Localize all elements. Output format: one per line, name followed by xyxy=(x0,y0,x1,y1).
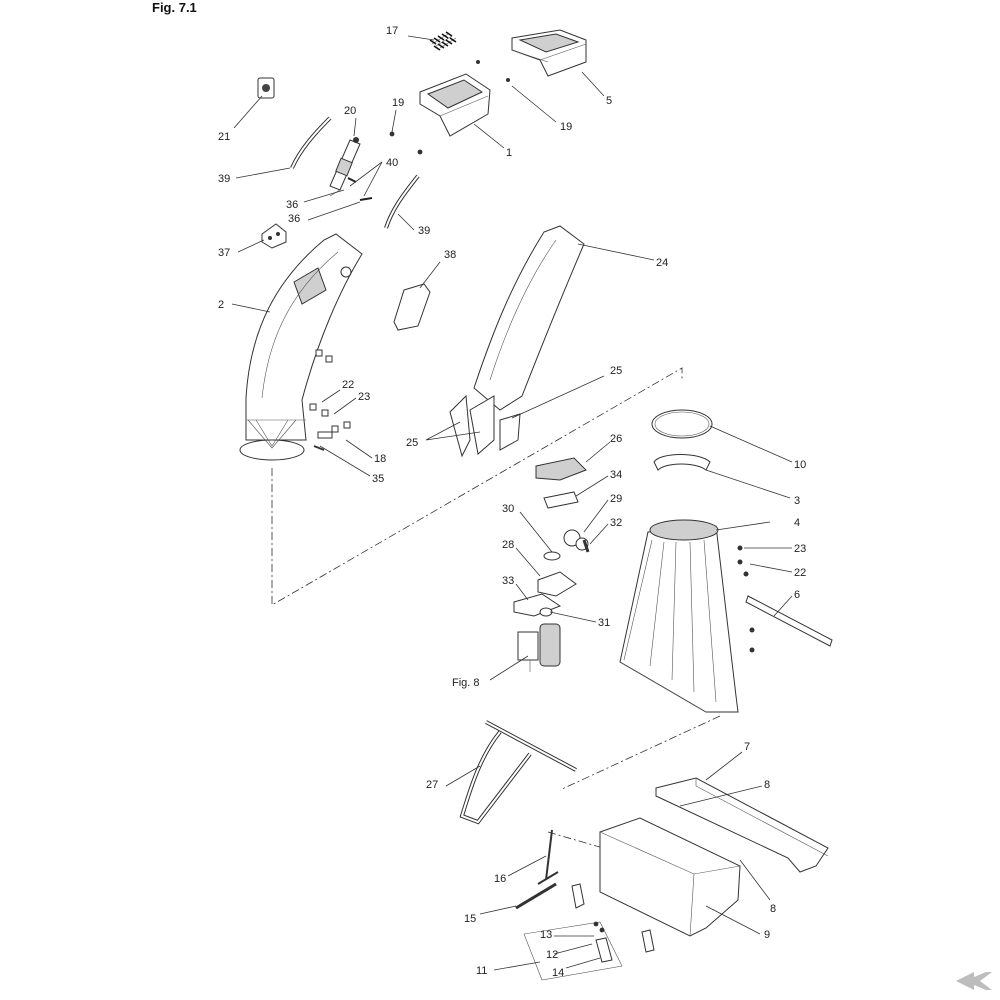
callout-3: 3 xyxy=(794,495,800,507)
leader-lines xyxy=(231,35,793,971)
part-36-pins xyxy=(347,177,373,201)
callout-35: 35 xyxy=(372,473,384,485)
callout-38: 38 xyxy=(444,249,456,261)
part-17-springs xyxy=(429,31,457,51)
callout-fig-8: Fig. 8 xyxy=(452,677,480,689)
part-38-plate xyxy=(393,283,431,331)
part-21-bracket xyxy=(257,77,275,99)
callout-24: 24 xyxy=(656,257,668,269)
callout-29: 29 xyxy=(610,493,622,505)
callout-21: 21 xyxy=(218,131,230,143)
callout-16: 16 xyxy=(494,873,506,885)
callout-25: 25 xyxy=(610,365,622,377)
rotation-drive-group xyxy=(513,457,590,617)
callout-36: 36 xyxy=(286,199,298,211)
callout-8: 8 xyxy=(770,903,776,915)
callout-10: 10 xyxy=(794,459,806,471)
callout-27: 27 xyxy=(426,779,438,791)
part-16-rod xyxy=(537,829,559,885)
callout-39: 39 xyxy=(218,173,230,185)
callout-20: 20 xyxy=(344,105,356,117)
part-3-split-ring xyxy=(653,454,711,471)
callout-1: 1 xyxy=(506,147,512,159)
callout-15: 15 xyxy=(464,913,476,925)
callout-30: 30 xyxy=(502,503,514,515)
part-15-bar xyxy=(515,882,557,910)
callout-33: 33 xyxy=(502,575,514,587)
callout-22: 22 xyxy=(794,567,806,579)
callout-labels: 17 5 19 19 20 21 1 40 39 36 36 39 37 38 … xyxy=(218,25,806,979)
callout-26: 26 xyxy=(610,433,622,445)
callout-17: 17 xyxy=(386,25,398,37)
kit-11-parts xyxy=(523,883,655,981)
callout-7: 7 xyxy=(744,741,750,753)
callout-31: 31 xyxy=(598,617,610,629)
callout-22: 22 xyxy=(342,379,354,391)
part-37-bracket xyxy=(261,223,287,249)
part-24-liner xyxy=(473,225,585,411)
part-19-bolts xyxy=(389,131,423,155)
callout-25: 25 xyxy=(406,437,418,449)
callout-18: 18 xyxy=(374,453,386,465)
part-5-deflector xyxy=(476,29,587,77)
callout-32: 32 xyxy=(610,517,622,529)
brand-logo-icon xyxy=(956,972,992,990)
callout-36: 36 xyxy=(288,213,300,225)
callout-34: 34 xyxy=(610,469,622,481)
callout-4: 4 xyxy=(794,517,800,529)
part-10-ring xyxy=(651,409,713,439)
part-6-strip xyxy=(737,545,833,653)
callout-28: 28 xyxy=(502,539,514,551)
drive-motor xyxy=(517,623,561,672)
callout-13: 13 xyxy=(540,929,552,941)
callout-37: 37 xyxy=(218,247,230,259)
part-2-spout xyxy=(239,233,363,461)
part-27-frame xyxy=(459,720,577,825)
callout-23: 23 xyxy=(358,391,370,403)
callout-12: 12 xyxy=(546,949,558,961)
callout-23: 23 xyxy=(794,543,806,555)
callout-6: 6 xyxy=(794,589,800,601)
callout-9: 9 xyxy=(764,929,770,941)
part-9-box xyxy=(599,817,741,937)
callout-39: 39 xyxy=(418,225,430,237)
part-20-cylinder xyxy=(329,137,361,197)
part-1-cap xyxy=(419,73,510,137)
part-39-rod-right xyxy=(384,174,420,229)
callout-19: 19 xyxy=(392,97,404,109)
part-4-tower xyxy=(619,519,739,713)
figure-title: Fig. 7.1 xyxy=(152,0,197,15)
part-39-rod-left xyxy=(290,116,332,169)
callout-2: 2 xyxy=(218,299,224,311)
callout-11: 11 xyxy=(476,965,487,977)
callout-19: 19 xyxy=(560,121,572,133)
spout-hardware xyxy=(309,349,351,451)
callout-5: 5 xyxy=(606,95,612,107)
callout-8: 8 xyxy=(764,779,770,791)
callout-40: 40 xyxy=(386,157,398,169)
part-25-wear-strips xyxy=(449,394,521,458)
callout-14: 14 xyxy=(552,967,564,979)
